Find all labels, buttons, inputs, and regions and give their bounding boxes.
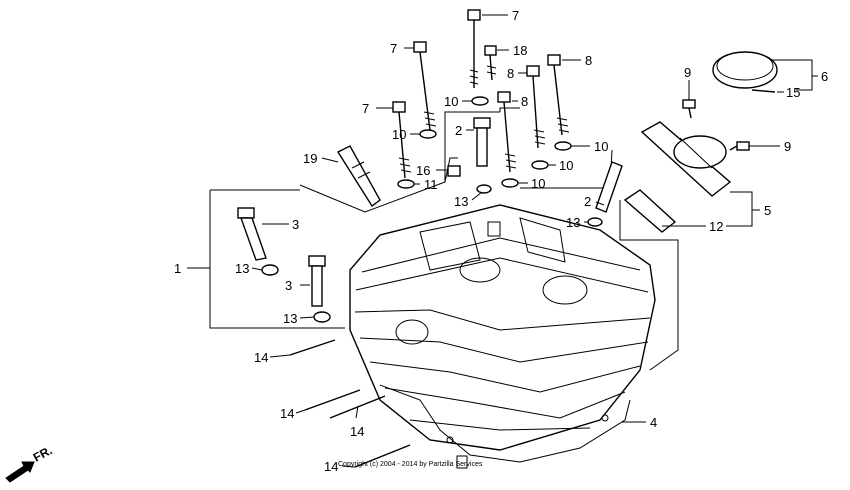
copyright-text: Copyright (c) 2004 - 2014 by Partzilla S… bbox=[338, 461, 483, 468]
callout-3-upper: 3 bbox=[292, 217, 299, 232]
callout-7-left: 7 bbox=[390, 41, 397, 56]
callout-9-left: 9 bbox=[684, 65, 691, 80]
head-bolt-8-mid bbox=[526, 65, 546, 149]
stud-bolt-14-a bbox=[289, 339, 336, 356]
bolt-16 bbox=[447, 165, 461, 177]
callout-7-lower: 7 bbox=[362, 101, 369, 116]
callout-9-right: 9 bbox=[784, 139, 791, 154]
callout-10-top: 10 bbox=[444, 94, 458, 109]
callout-18: 18 bbox=[513, 43, 527, 58]
callout-2-right: 2 bbox=[584, 194, 591, 209]
band-screw bbox=[751, 89, 776, 93]
bolt-9-left bbox=[682, 99, 696, 119]
callout-labels: 7 7 7 18 8 8 8 10 10 10 10 10 2 2 16 11 … bbox=[174, 8, 828, 474]
front-label: FR. bbox=[31, 443, 55, 464]
head-bolt-8-lower bbox=[497, 91, 517, 173]
head-gasket bbox=[379, 384, 631, 469]
head-bolt-7-left bbox=[413, 41, 437, 131]
callout-13-right: 13 bbox=[566, 215, 580, 230]
callout-8-lower: 8 bbox=[521, 94, 528, 109]
callout-11: 11 bbox=[424, 177, 438, 192]
callout-19: 19 bbox=[303, 151, 317, 166]
washers bbox=[261, 96, 603, 323]
callout-7-top: 7 bbox=[512, 8, 519, 23]
callout-3-lower: 3 bbox=[285, 278, 292, 293]
valve-guide-3-lower bbox=[308, 255, 326, 307]
hose-band bbox=[712, 51, 778, 89]
callout-4: 4 bbox=[650, 415, 657, 430]
bolt-18 bbox=[484, 45, 497, 81]
callout-8-right: 8 bbox=[585, 53, 592, 68]
callout-10-right: 10 bbox=[594, 139, 608, 154]
callout-8-mid: 8 bbox=[507, 66, 514, 81]
callout-6: 6 bbox=[821, 69, 828, 84]
callout-14-d: 14 bbox=[324, 459, 338, 474]
leader-lines bbox=[187, 14, 818, 468]
callout-14-c: 14 bbox=[350, 424, 364, 439]
front-direction-arrow: FR. bbox=[5, 443, 55, 483]
callout-13-center: 13 bbox=[454, 194, 468, 209]
callout-14-a: 14 bbox=[254, 350, 268, 365]
callout-2-center: 2 bbox=[455, 123, 462, 138]
callout-13-upper: 13 bbox=[235, 261, 249, 276]
callout-16: 16 bbox=[416, 163, 430, 178]
callout-12: 12 bbox=[709, 219, 723, 234]
head-bolt-7-top bbox=[467, 9, 481, 88]
callout-5: 5 bbox=[764, 203, 771, 218]
stud-bolt-14-d bbox=[354, 444, 411, 468]
spark-plug bbox=[336, 145, 381, 208]
callout-13-lower: 13 bbox=[283, 311, 297, 326]
arrow-icon bbox=[5, 461, 35, 483]
cylinder-head bbox=[349, 204, 656, 451]
valve-guide-3-upper bbox=[237, 207, 267, 261]
callout-14-b: 14 bbox=[280, 406, 294, 421]
callout-15: 15 bbox=[786, 85, 800, 100]
manifold-gasket bbox=[623, 189, 677, 233]
intake-manifold bbox=[640, 121, 732, 197]
valve-guide-2-right bbox=[595, 161, 623, 213]
head-bolt-7-lower bbox=[392, 101, 412, 179]
valve-guide-2-center bbox=[473, 117, 491, 167]
stud-bolt-14-b bbox=[304, 389, 361, 411]
callout-10-mid: 10 bbox=[559, 158, 573, 173]
bolt-9-right bbox=[729, 141, 750, 151]
callout-1: 1 bbox=[174, 261, 181, 276]
head-bolt-8-right bbox=[547, 54, 570, 136]
callout-10-lower: 10 bbox=[531, 176, 545, 191]
callout-10-left: 10 bbox=[392, 127, 406, 142]
